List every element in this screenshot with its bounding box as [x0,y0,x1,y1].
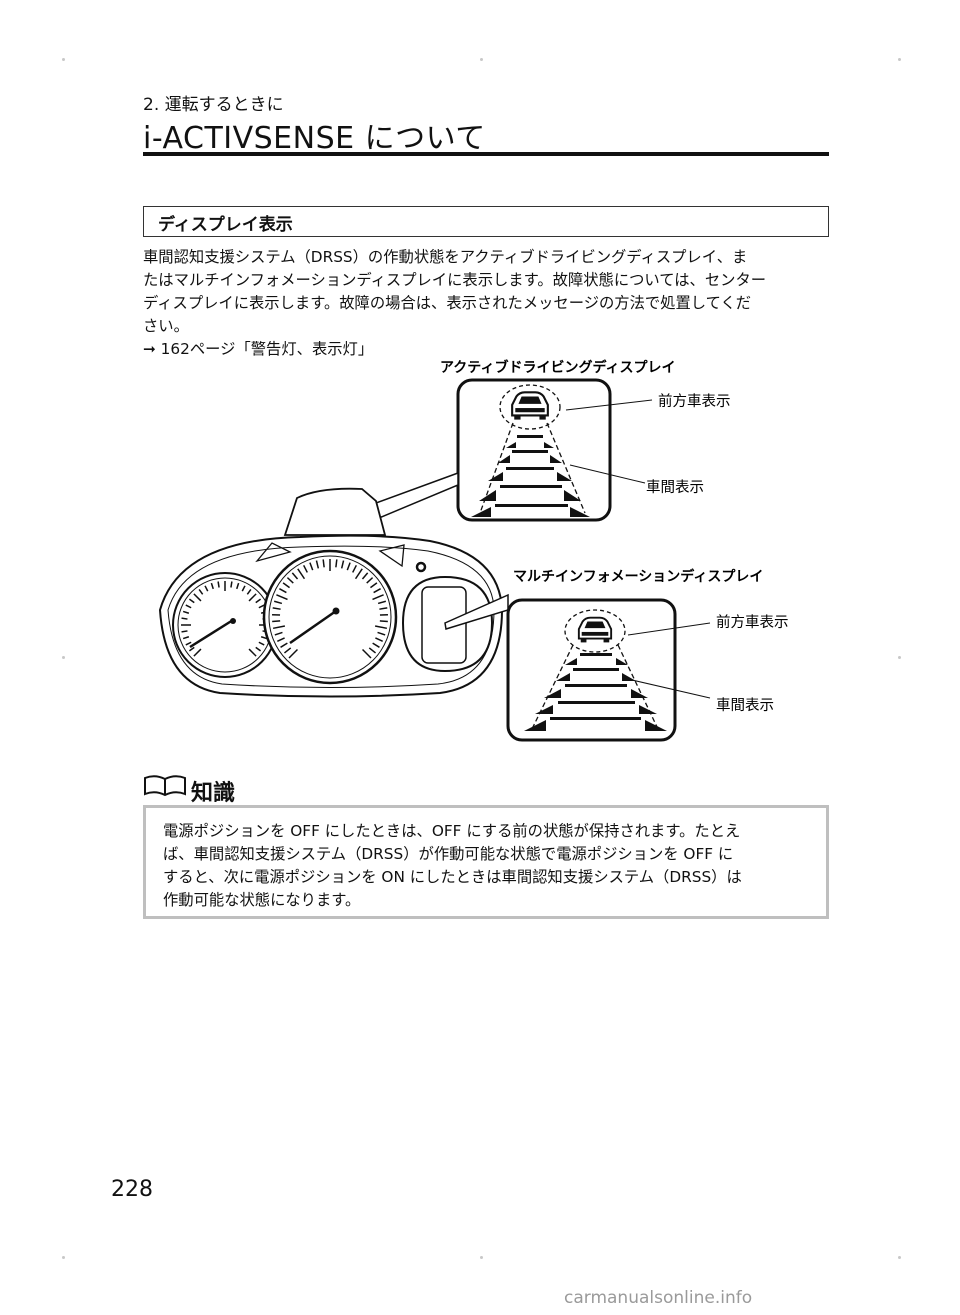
paragraph-line: 車間認知支援システム（DRSS）の作動状態をアクティブドライビングディスプレイ、… [143,248,748,266]
note-box [143,805,829,919]
crop-mark [898,656,901,659]
section-title: ディスプレイ表示 [158,215,293,235]
multi-info-display-label: マルチインフォメーションディスプレイ [513,568,763,585]
active-driving-display-unit [283,487,387,536]
crop-mark [480,58,483,61]
note-text: 電源ポジションを OFF にしたときは、OFF にする前の状態が保持されます。た… [163,820,818,912]
crop-mark [62,656,65,659]
car-icon [577,616,613,644]
note-title: 知識 [191,781,236,806]
note-line: すると、次に電源ポジションを ON にしたときは車間認知支援システム（DRSS）… [163,868,742,886]
note-line: 電源ポジションを OFF にしたときは、OFF にする前の状態が保持されます。た… [163,822,741,840]
section-paragraph: 車間認知支援システム（DRSS）の作動状態をアクティブドライビングディスプレイ、… [143,246,831,361]
watermark: carmanualsonline.info [564,1288,753,1308]
crop-mark [62,58,65,61]
reference-link[interactable]: ➞ 162ページ「警告灯、表示灯」 [143,340,374,358]
callout-distance-mid: 車間表示 [716,697,774,714]
crop-mark [898,1256,901,1259]
page-title: i-ACTIVSENSE について [143,121,486,156]
title-divider [143,152,829,156]
callout-front-vehicle: 前方車表示 [658,393,731,410]
speedometer-gauge [262,549,398,685]
chapter-heading: 2. 運転するときに [143,95,284,115]
car-icon [511,391,549,421]
note-line: ば、車間認知支援システム（DRSS）が作動可能な状態で電源ポジションを OFF … [163,845,734,863]
tachometer-gauge [172,572,278,678]
paragraph-line: ディスプレイに表示します。故障の場合は、表示されたメッセージの方法で処置してくだ [143,294,752,312]
crop-mark [62,1256,65,1259]
crop-mark [480,1256,483,1259]
instrument-cluster-diagram: アクティブドライビングディスプレイ 前方車表示 車間表示 [158,359,789,742]
section-heading-box [143,206,829,237]
distance-bars [524,653,667,731]
callout-distance: 車間表示 [646,479,704,496]
callout-front-vehicle-mid: 前方車表示 [716,614,789,631]
active-driving-display-label: アクティブドライビングディスプレイ [440,359,675,376]
paragraph-line: たはマルチインフォメーションディスプレイに表示します。故障状態については、センタ… [143,271,767,289]
note-line: 作動可能な状態になります。 [163,891,361,909]
crop-mark [898,58,901,61]
paragraph-line: さい。 [143,317,189,335]
book-icon [144,775,186,797]
distance-bars [471,435,590,517]
page-number: 228 [111,1177,153,1202]
